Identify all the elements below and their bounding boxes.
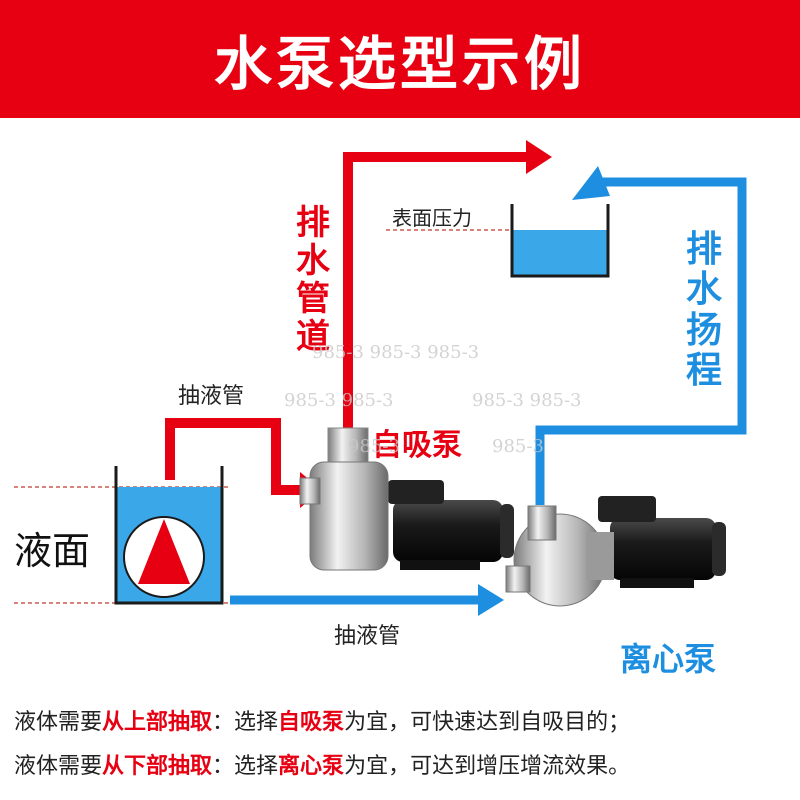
- note-text: 为宜，可达到增压增流效果。: [344, 754, 630, 779]
- note-emphasis: 离心泵: [278, 754, 344, 779]
- watermark-text: 985-3 985-3: [472, 390, 582, 411]
- note-text: 为宜，可快速达到自吸目的；: [344, 710, 630, 735]
- discharge-head-label: 排水扬程: [686, 230, 722, 391]
- red-suction-pipe: [170, 423, 300, 490]
- liquid-level-label: 液面: [14, 520, 90, 575]
- watermark-text: 985-3 985-3 985-3: [312, 342, 479, 363]
- note-text: 液体需要: [14, 754, 102, 779]
- suction-pipe-top-label: 抽液管: [178, 378, 244, 410]
- pump-diagram: 表面压力 排水管道 排水扬程 抽液管 抽液管 液面 自吸泵 离心泵 985-3 …: [0, 118, 800, 688]
- surface-pressure-tank: [512, 204, 608, 276]
- note-emphasis: 从上部抽取: [102, 710, 212, 735]
- note-text: ：选择: [212, 754, 278, 779]
- page-title: 水泵选型示例: [214, 17, 586, 101]
- note-line-top-extraction: 液体需要从上部抽取：选择自吸泵为宜，可快速达到自吸目的；: [14, 704, 630, 736]
- surface-pressure-label: 表面压力: [392, 202, 472, 231]
- watermark-text: 985-3: [348, 436, 400, 457]
- header-banner: 水泵选型示例: [0, 0, 800, 118]
- discharge-pipe-label: 排水管道: [296, 204, 330, 356]
- note-emphasis: 自吸泵: [278, 710, 344, 735]
- watermark-text: 985-3 985-3: [284, 390, 394, 411]
- blue-suction-arrow-icon: [478, 584, 504, 616]
- suction-pipe-bottom-label: 抽液管: [334, 618, 400, 650]
- centrifugal-pump-image: [506, 496, 726, 606]
- note-line-bottom-extraction: 液体需要从下部抽取：选择离心泵为宜，可达到增压增流效果。: [14, 748, 630, 780]
- note-emphasis: 从下部抽取: [102, 754, 212, 779]
- red-discharge-arrow-icon: [526, 140, 552, 174]
- watermark-text: 985-3: [492, 436, 544, 457]
- blue-discharge-arrow-icon: [572, 166, 610, 200]
- note-text: ：选择: [212, 710, 278, 735]
- note-text: 液体需要: [14, 710, 102, 735]
- centrifugal-pump-label: 离心泵: [620, 634, 716, 680]
- footer-notes: 液体需要从上部抽取：选择自吸泵为宜，可快速达到自吸目的； 液体需要从下部抽取：选…: [0, 688, 800, 800]
